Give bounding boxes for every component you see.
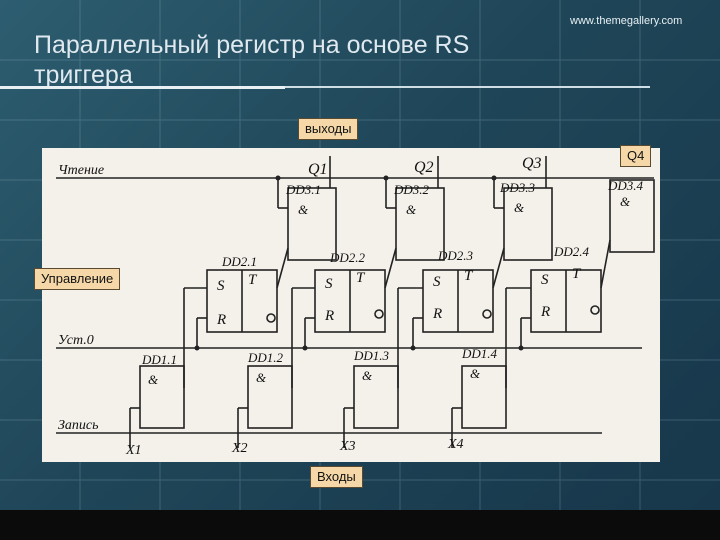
site-url: www.themegallery.com [570,15,683,27]
and-symbol: & [620,194,631,209]
and-symbol: & [406,202,417,217]
register-diagram: Чтение Уст.0 Запись Q1 Q2 Q3 DD3.1 DD3.2… [42,148,660,462]
pin-t: T [248,272,258,288]
outputs-callout: выходы [298,118,359,140]
q4-callout: Q4 [620,145,652,167]
output-label-q2: Q2 [414,159,434,176]
pin-s: S [217,278,225,294]
pin-t: T [464,268,474,284]
gate-label-dd3-3: DD3.3 [499,180,536,195]
slide-title: Параллельный регистр на основе RS тригге… [34,31,470,89]
and-symbol: & [148,372,159,387]
inputs-callout: Входы [310,466,363,488]
gate-label-dd3-2: DD3.2 [393,182,430,197]
gate-label-dd1-1: DD1.1 [141,352,177,367]
pin-s: S [433,274,441,290]
pin-r: R [540,304,550,320]
pin-r: R [216,312,226,328]
trigger-label-dd2-3: DD2.3 [437,248,474,263]
pin-t: T [356,270,366,286]
output-label-q3: Q3 [522,155,542,172]
input-label-x2: X2 [231,441,248,456]
and-symbol: & [362,368,373,383]
title-rule-highlight [0,86,285,89]
output-label-q1: Q1 [308,161,328,178]
trigger-label-dd2-1: DD2.1 [221,254,257,269]
control-callout: Управление [34,268,121,290]
trigger-label-dd2-4: DD2.4 [553,244,590,259]
and-symbol: & [514,200,525,215]
input-label-x1: X1 [125,443,142,458]
bottom-bar [0,510,720,540]
pin-r: R [324,308,334,324]
gate-label-dd1-4: DD1.4 [461,346,498,361]
and-symbol: & [470,366,481,381]
pin-s: S [541,272,549,288]
pin-t: T [572,266,582,282]
trigger-label-dd2-2: DD2.2 [329,250,366,265]
pin-s: S [325,276,333,292]
circuit-svg: Чтение Уст.0 Запись Q1 Q2 Q3 DD3.1 DD3.2… [56,155,655,458]
read-line-label: Чтение [58,163,104,178]
gate-label-dd3-4: DD3.4 [607,178,644,193]
input-label-x4: X4 [447,437,464,452]
gate-label-dd1-3: DD1.3 [353,348,390,363]
pin-r: R [432,306,442,322]
gate-label-dd1-2: DD1.2 [247,350,284,365]
input-label-x3: X3 [339,439,356,454]
and-symbol: & [298,202,309,217]
write-line-label: Запись [58,418,99,433]
title-rule [0,86,650,88]
gate-label-dd3-1: DD3.1 [285,182,321,197]
and-symbol: & [256,370,267,385]
reset-line-label: Уст.0 [58,333,94,348]
